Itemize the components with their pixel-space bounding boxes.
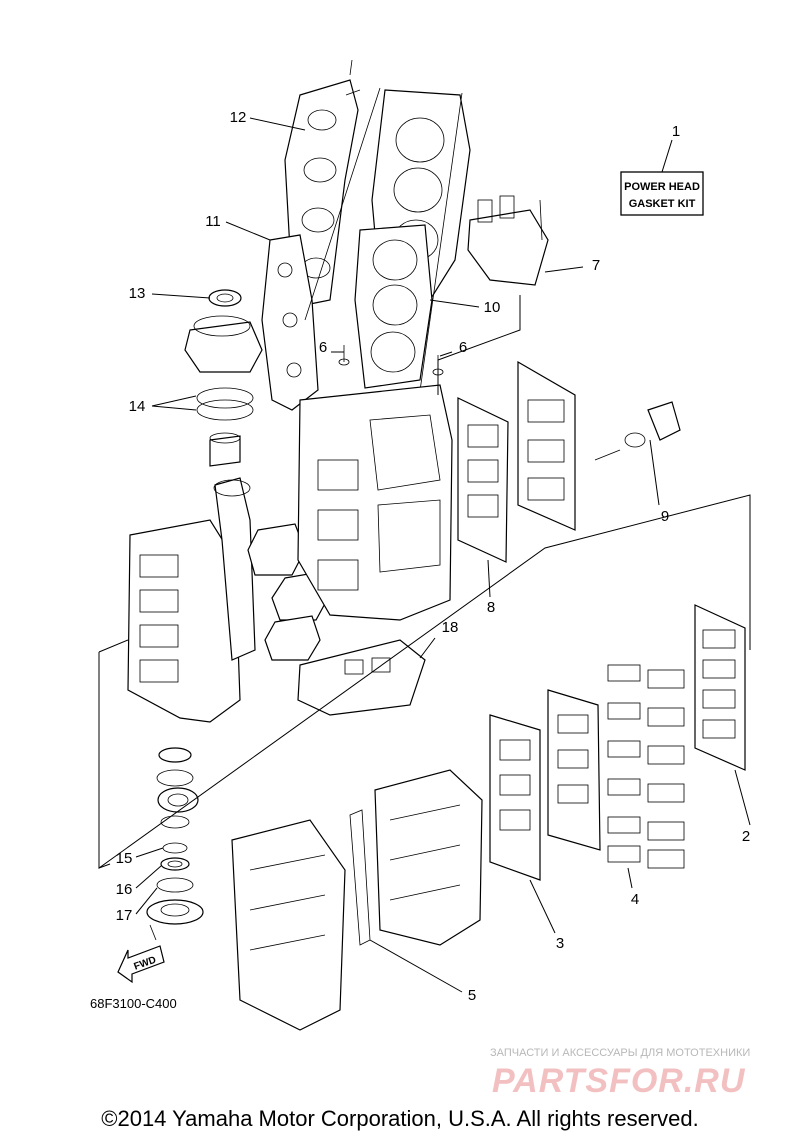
callout-1: 1: [672, 123, 680, 140]
gasket-kit-box: POWER HEAD GASKET KIT: [620, 171, 704, 216]
callout-9: 9: [661, 508, 669, 525]
callout-6a: 6: [319, 339, 327, 356]
o-ring-pair-part: [196, 387, 254, 421]
bolt-6a-part: [338, 345, 350, 366]
reed-plate-part: [547, 689, 601, 851]
kit-box-line2: GASKET KIT: [629, 198, 696, 210]
group-bracket-lines: [98, 295, 751, 869]
copyright-notice: ©2014 Yamaha Motor Corporation, U.S.A. A…: [101, 1106, 698, 1131]
small-bolt-part: [149, 924, 157, 941]
intake-gasket-part: [489, 714, 541, 881]
cylinder-head-cover-part: [284, 59, 361, 306]
reed-valve-assembly-part: [607, 664, 685, 869]
callout-14: 14: [129, 398, 146, 415]
piston-1-part: [247, 523, 306, 576]
o-ring-17-part: [156, 877, 194, 893]
callout-11: 11: [205, 213, 221, 230]
kit-box-line1: POWER HEAD: [624, 181, 700, 193]
lower-housing-part: [146, 899, 204, 925]
thermostat-cover-part: [467, 195, 549, 286]
watermark-tagline: ЗАПЧАСТИ И АКСЕССУАРЫ ДЛЯ МОТОТЕХНИКИ: [490, 1047, 750, 1059]
callout-17: 17: [116, 907, 133, 924]
seal-ring-part: [349, 809, 371, 946]
callout-4: 4: [631, 891, 639, 908]
callout-15: 15: [116, 850, 133, 867]
exhaust-gasket-part: [457, 397, 509, 563]
oil-seal-part: [208, 289, 242, 307]
callout-2: 2: [742, 828, 750, 845]
callout-7: 7: [592, 257, 600, 274]
seal-15-part: [162, 842, 188, 854]
intake-manifold-part: [374, 769, 483, 946]
callout-12: 12: [230, 109, 247, 126]
callout-8: 8: [487, 599, 495, 616]
watermark-logo: PARTSFOR.RU: [492, 1062, 746, 1100]
bushing-part: [209, 432, 241, 467]
piston-3-part: [264, 615, 321, 661]
callout-6b: 6: [459, 339, 467, 356]
crankshaft-part: [213, 477, 256, 661]
callout-13: 13: [129, 285, 146, 302]
fwd-arrow-icon: FWD: [117, 945, 165, 984]
callout-16: 16: [116, 881, 133, 898]
callout-labels: 1 2 3 4 5 6 6 7 8 9 10 11 12 13 14 15 16…: [116, 109, 751, 1004]
callout-10: 10: [484, 299, 501, 316]
cylinder-gasket-part: [354, 224, 433, 389]
callout-18: 18: [442, 619, 459, 636]
cylinder-block-part: [297, 384, 453, 621]
water-fitting-part: [594, 401, 681, 461]
callout-5: 5: [468, 987, 476, 1004]
upper-bearing-housing-part: [184, 315, 263, 373]
seal-16-part: [160, 857, 190, 871]
diagram-part-code: 68F3100-C400: [90, 996, 177, 1011]
crankcase-gasket-part: [297, 639, 426, 716]
reed-valve-gasket-part: [694, 604, 746, 771]
leader-lines: [135, 117, 751, 993]
exhaust-cover-part: [517, 360, 576, 531]
callout-3: 3: [556, 935, 564, 952]
silencer-part: [231, 819, 346, 1031]
crankcase-part: [127, 519, 241, 723]
snap-ring-part: [160, 815, 190, 829]
lower-oil-seal-part: [156, 747, 199, 813]
